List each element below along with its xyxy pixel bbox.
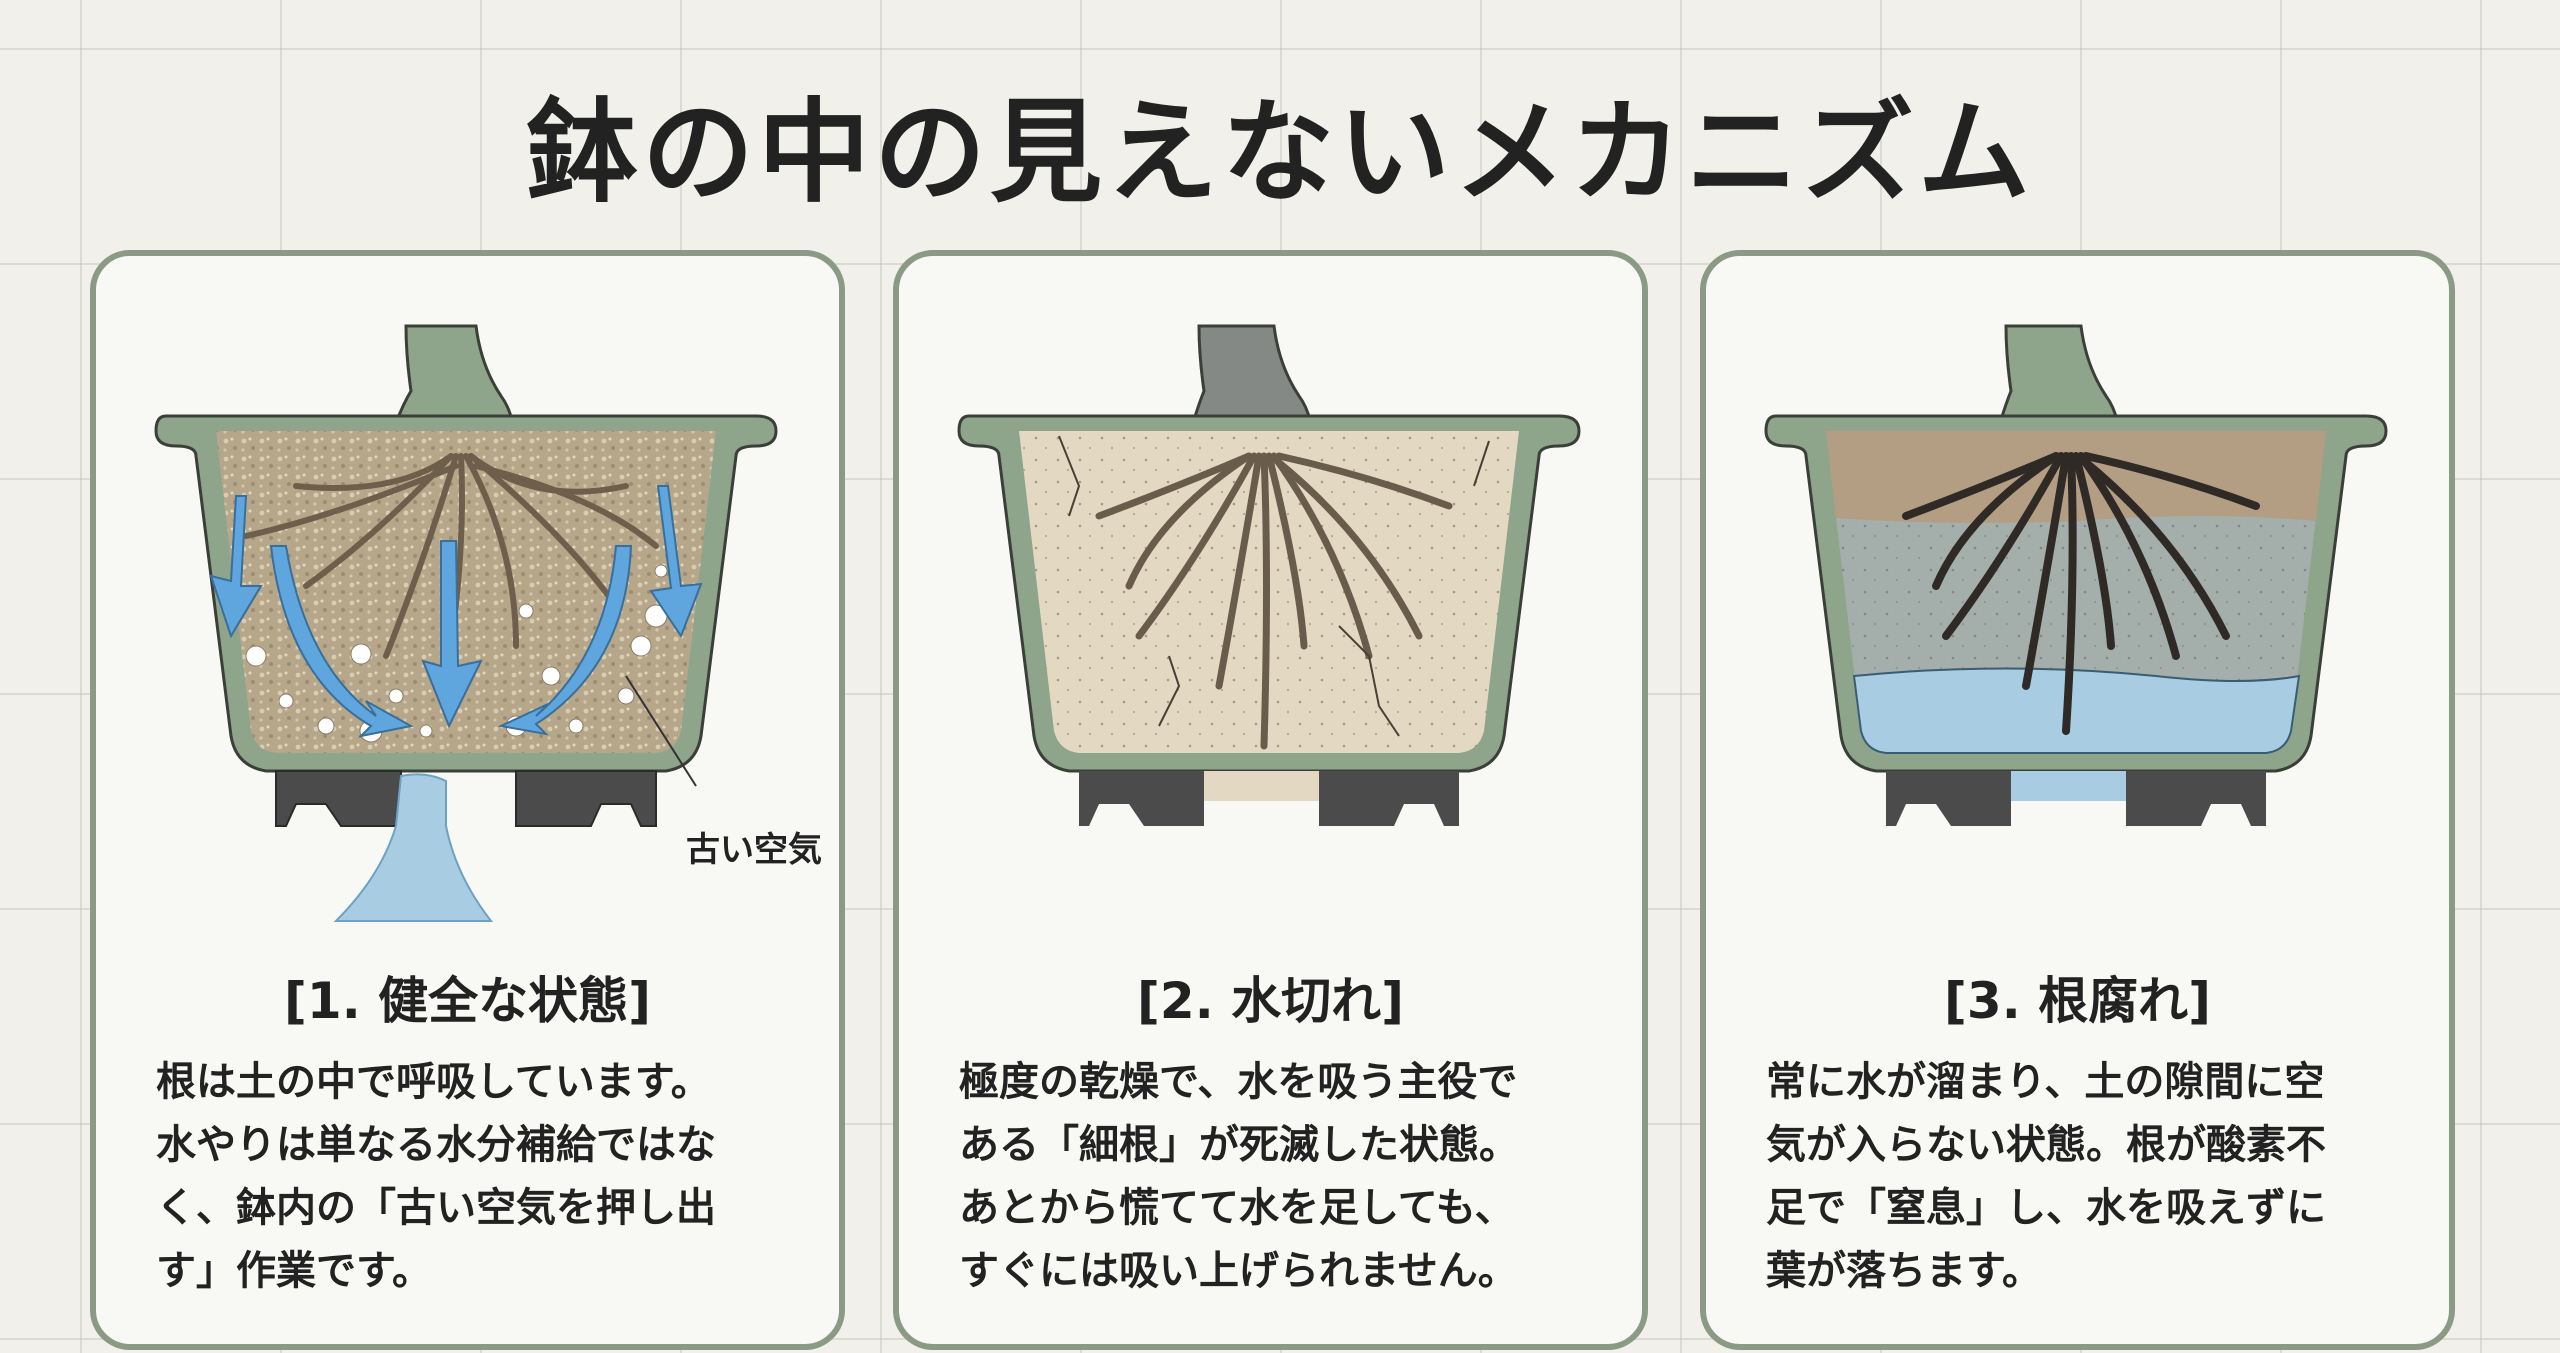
description-line: ある「細根」が死滅した状態。 xyxy=(959,1122,1519,1168)
healthy-pot-illustration: 古い空気 xyxy=(154,324,822,922)
description-line: 根は土の中で呼吸しています。 xyxy=(156,1059,711,1105)
panel-heading: [2. 水切れ] xyxy=(1137,972,1404,1030)
description-line: すぐには吸い上げられません。 xyxy=(959,1248,1518,1294)
description-line: 常に水が溜まり、土の隙間に空 xyxy=(1766,1059,2325,1105)
description-line: 水やりは単なる水分補給ではな xyxy=(156,1122,716,1168)
old-air-callout: 古い空気 xyxy=(686,830,822,870)
panel-heading: [1. 健全な状態] xyxy=(284,972,651,1030)
dry-pot-illustration xyxy=(957,324,1581,826)
page-title: 鉢の中の見えないメカニズム xyxy=(526,87,2034,218)
panel-description: 極度の乾燥で、水を吸う主役で ある「細根」が死滅した状態。 あとから慌てて水を足… xyxy=(959,1051,1602,1303)
panel-description: 常に水が溜まり、土の隙間に空 気が入らない状態。根が酸素不 足で「窒息」し、水を… xyxy=(1766,1051,2409,1303)
panel-healthy: 古い空気 [1. 健全な状態] 根は土の中で呼吸しています。 水やりは単なる水分… xyxy=(90,250,845,1350)
description-line: 葉が落ちます。 xyxy=(1766,1248,2042,1294)
root-rot-pot-illustration xyxy=(1764,324,2388,826)
description-line: 気が入らない状態。根が酸素不 xyxy=(1766,1122,2326,1168)
panel-heading: [3. 根腐れ] xyxy=(1944,972,2211,1030)
panel-root-rot: [3. 根腐れ] 常に水が溜まり、土の隙間に空 気が入らない状態。根が酸素不 足… xyxy=(1700,250,2455,1350)
description-line: あとから慌てて水を足しても、 xyxy=(959,1185,1515,1231)
description-line: 足で「窒息」し、水を吸えずに xyxy=(1766,1185,2326,1231)
panel-dry: [2. 水切れ] 極度の乾燥で、水を吸う主役で ある「細根」が死滅した状態。 あ… xyxy=(893,250,1648,1350)
description-line: 極度の乾燥で、水を吸う主役で xyxy=(959,1059,1518,1105)
description-line: く、鉢内の「古い空気を押し出 xyxy=(156,1185,716,1231)
description-line: す」作業です。 xyxy=(156,1248,432,1294)
panel-description: 根は土の中で呼吸しています。 水やりは単なる水分補給ではな く、鉢内の「古い空気… xyxy=(156,1051,799,1303)
